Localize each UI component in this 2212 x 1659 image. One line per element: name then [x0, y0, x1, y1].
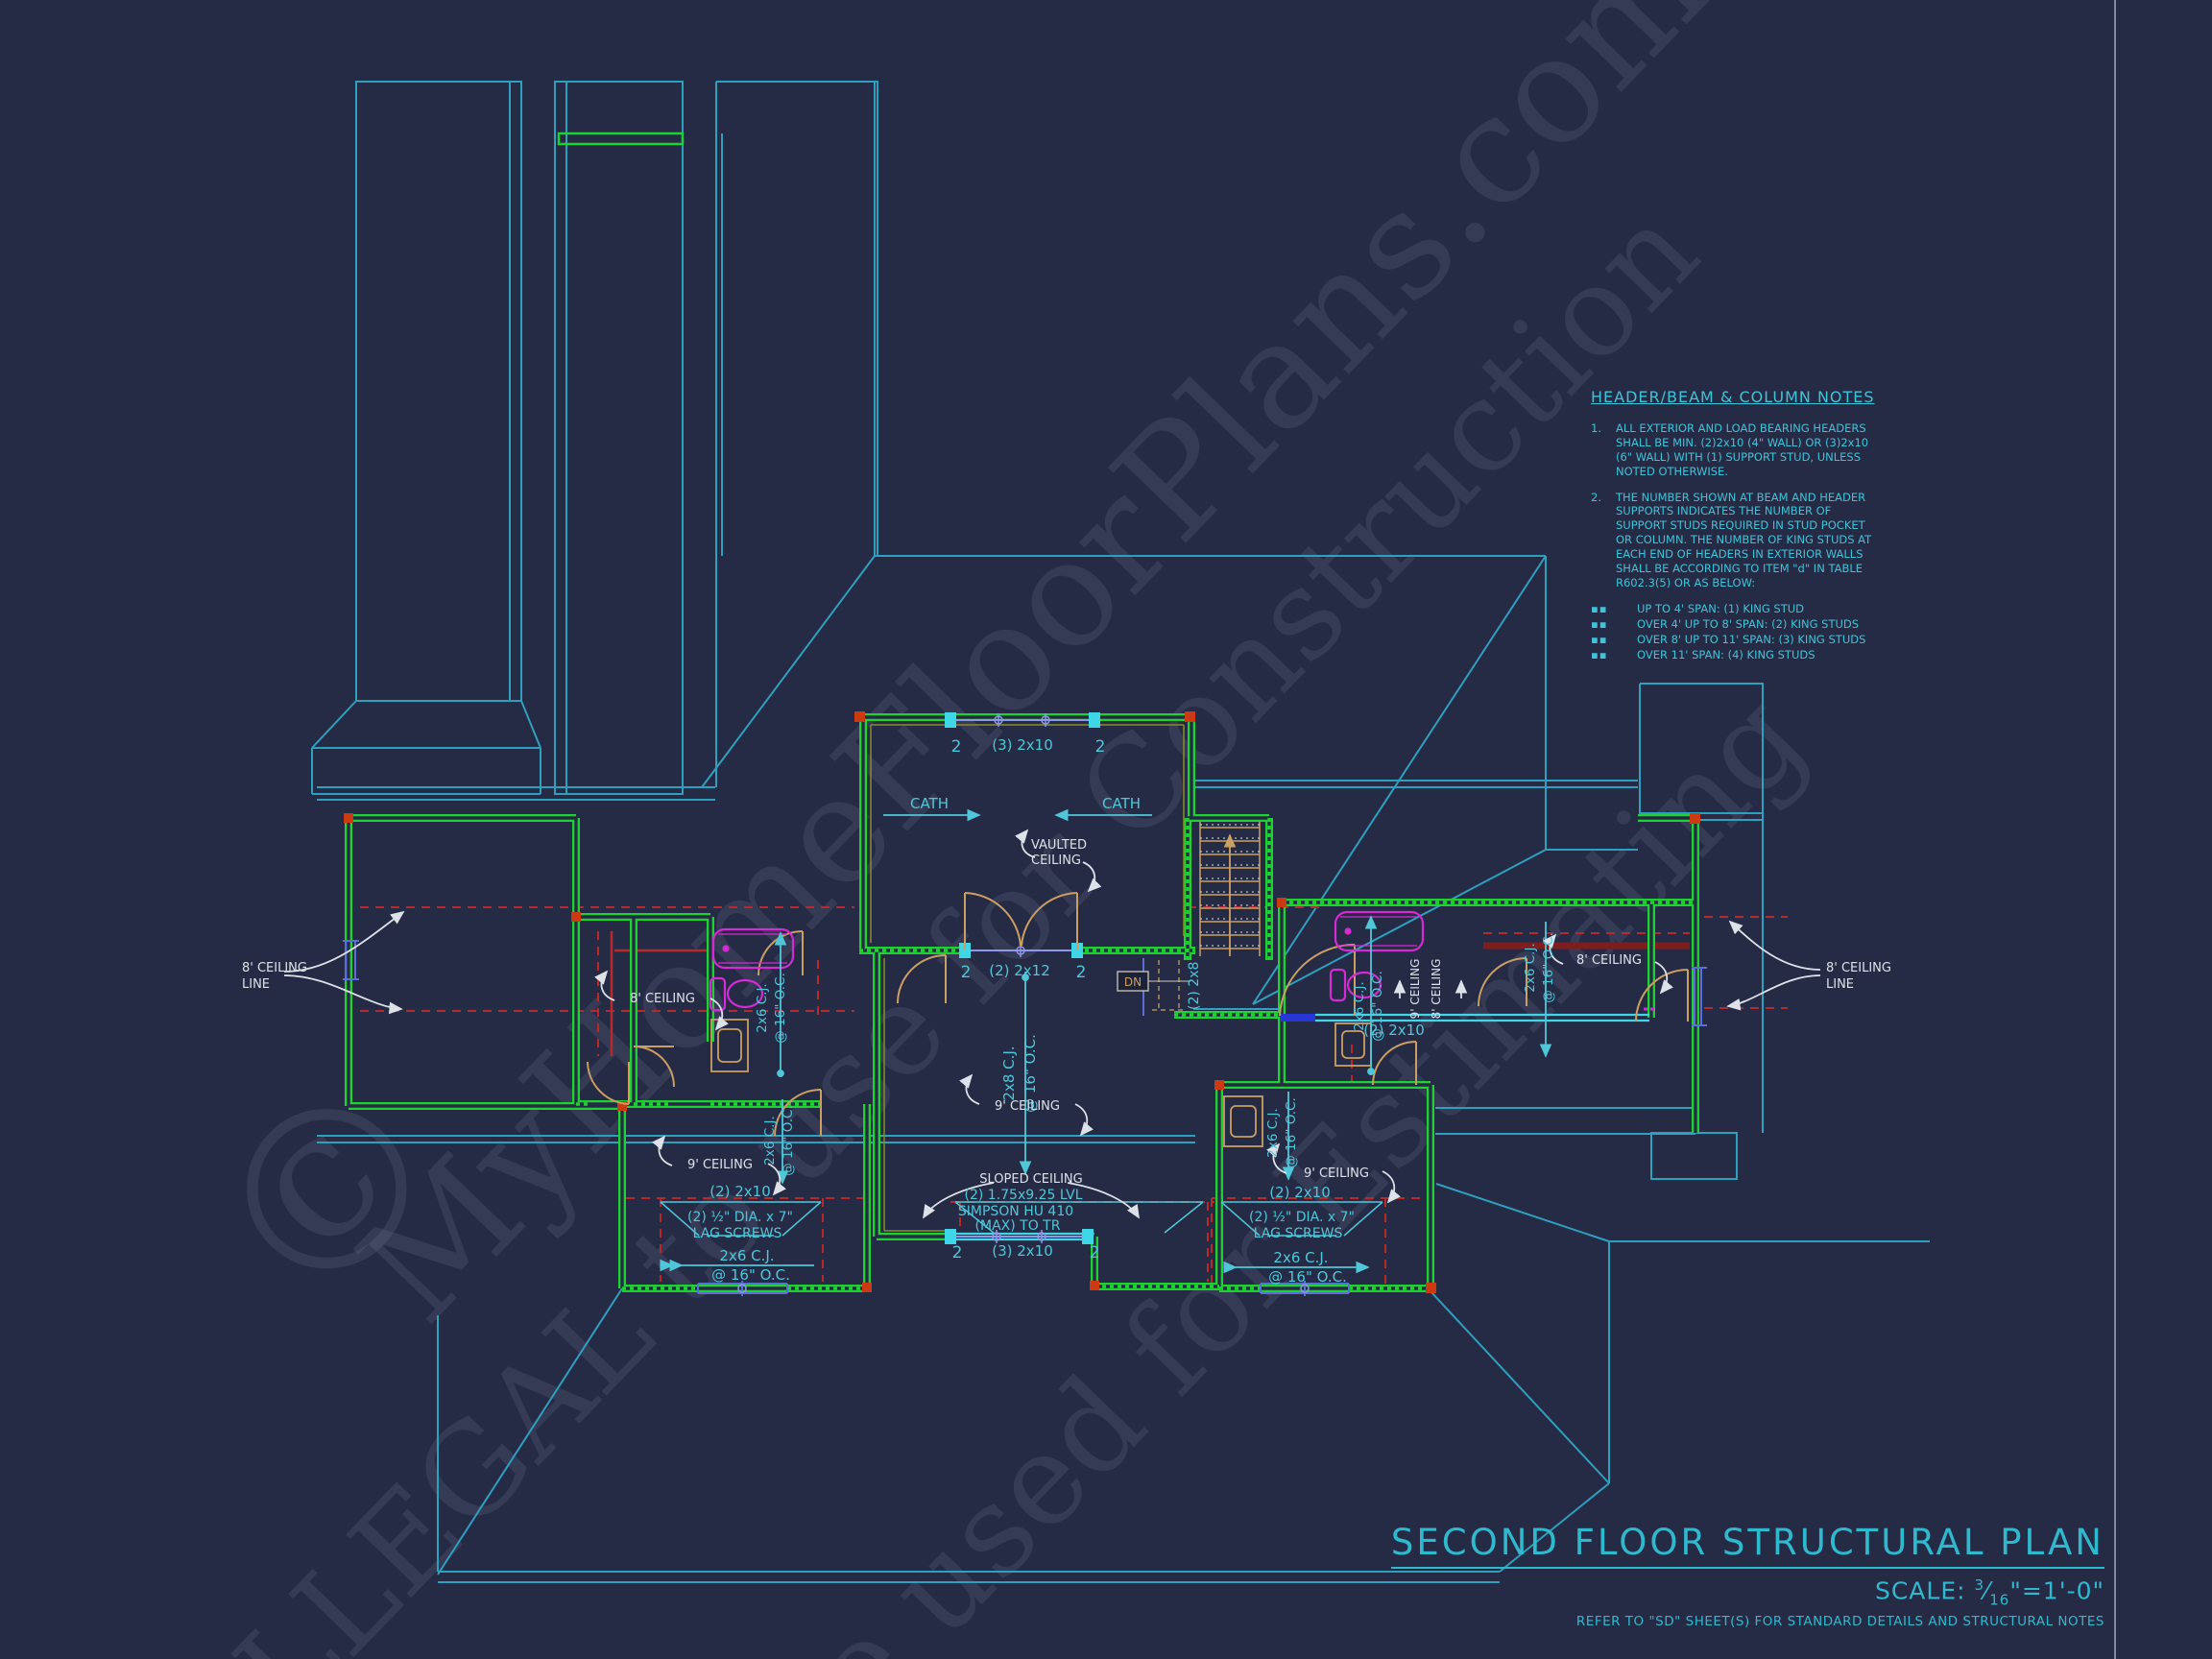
- label-cj26-bath: 2x6 C.J.: [755, 983, 770, 1032]
- label-dn: DN: [1124, 975, 1142, 989]
- label-cj26-door: 2x6 C.J.: [762, 1116, 778, 1165]
- label-oc-bl: @ 16" O.C.: [711, 1266, 790, 1284]
- label-oc: @ 16" O.C.: [1541, 932, 1556, 1003]
- label-8ceil-right: 8' CEILING: [1576, 953, 1642, 968]
- roof-beam: [557, 132, 685, 146]
- label-9ceil-bl: 9' CEILING: [687, 1158, 753, 1172]
- note-item-1: 1. ALL EXTERIOR AND LOAD BEARING HEADERS…: [1591, 421, 1884, 479]
- bullet-text: OVER 4' UP TO 8' SPAN: (2) KING STUDS: [1637, 617, 1860, 632]
- label-cj26-br-v: 2x6 C.J.: [1265, 1108, 1281, 1157]
- label-two: 2: [951, 737, 962, 757]
- king-stud-bullet: ▪▪ OVER 8' UP TO 11' SPAN: (3) KING STUD…: [1591, 632, 1866, 646]
- bearing-walls: [345, 713, 1699, 1292]
- label-cj26-br: 2x6 C.J.: [1273, 1249, 1328, 1266]
- label-ceil-line-r1: 8' CEILING: [1826, 961, 1891, 975]
- label-ceil-line-l2: LINE: [242, 977, 270, 992]
- label-hdr-2x12: (2) 2x12: [989, 962, 1050, 979]
- toilet-left: [709, 976, 764, 1012]
- label-two: 2: [952, 1243, 963, 1262]
- label-simpson-2: (MAX) TO TR: [975, 1218, 1061, 1234]
- label-ceil-line-r2: LINE: [1826, 977, 1854, 992]
- label-two: 2: [1090, 1243, 1100, 1262]
- annotation-arrows: [283, 829, 1821, 1219]
- header-beam-column-notes: HEADER/BEAM & COLUMN NOTES 1. ALL EXTERI…: [1591, 388, 1884, 663]
- bullet-text: OVER 11' SPAN: (4) KING STUDS: [1637, 647, 1815, 661]
- king-stud-bullet: ▪▪ OVER 11' SPAN: (4) KING STUDS: [1591, 647, 1815, 661]
- king-stud-bullet: ▪▪ UP TO 4' SPAN: (1) KING STUD: [1591, 602, 1805, 616]
- label-2x10-bl: (2) 2x10: [709, 1183, 771, 1200]
- label-cath-right: CATH: [1102, 795, 1141, 812]
- label-cj28: 2x8 C.J.: [1000, 1046, 1018, 1100]
- scale-slash: ⁄: [1984, 1576, 1990, 1605]
- label-ceil-line-l1: 8' CEILING: [242, 961, 307, 975]
- toilet-right: [1329, 968, 1382, 1002]
- label-oc-br: @ 16" O.C.: [1268, 1268, 1347, 1286]
- note-text: ALL EXTERIOR AND LOAD BEARING HEADERS SH…: [1616, 421, 1869, 478]
- label-oc: @ 16" O.C.: [773, 973, 788, 1044]
- vanities: [710, 1019, 1372, 1147]
- label-cj26-bl: 2x6 C.J.: [719, 1247, 774, 1264]
- label-hdr-bottom: (3) 2x10: [992, 1242, 1053, 1260]
- note-item-2: 2. THE NUMBER SHOWN AT BEAM AND HEADER S…: [1591, 491, 1884, 591]
- sheet-title: SECOND FLOOR STRUCTURAL PLAN: [1390, 1522, 2104, 1569]
- scale-prefix: SCALE:: [1874, 1576, 1966, 1605]
- bathtub-right: [1334, 910, 1425, 952]
- label-vaulted-2: CEILING: [1031, 854, 1081, 868]
- label-cj26-r2: 2x6 C.J.: [1523, 943, 1538, 992]
- bullet-text: OVER 8' UP TO 11' SPAN: (3) KING STUDS: [1637, 632, 1866, 646]
- note-break-lines: [660, 1201, 1383, 1237]
- label-2x10-br: (2) 2x10: [1269, 1184, 1331, 1201]
- king-stud-bullet: ▪▪ OVER 4' UP TO 8' SPAN: (2) KING STUDS: [1591, 617, 1860, 632]
- label-cj26-rb: 2x6 C.J.: [1352, 981, 1367, 1030]
- title-block: SECOND FLOOR STRUCTURAL PLAN SCALE: 3⁄16…: [1390, 1522, 2104, 1630]
- staircase: DN (2) 2x8: [1117, 822, 1261, 1011]
- note-number: 2.: [1591, 490, 1601, 504]
- windows: [343, 940, 1707, 1296]
- label-8ceil-leftbath: 8' CEILING: [630, 992, 695, 1006]
- scale-rest: "=1'-0": [2009, 1576, 2104, 1605]
- pocket-door-blue: [1280, 1014, 1315, 1022]
- label-oc: @ 16" O.C.: [781, 1105, 796, 1176]
- note-number: 1.: [1591, 421, 1601, 435]
- label-oc: @ 16" O.C.: [1284, 1097, 1299, 1168]
- label-lvl: (2) 1.75x9.25 LVL: [965, 1188, 1083, 1203]
- label-lag1-bl: (2) ½" DIA. x 7": [687, 1210, 793, 1225]
- label-lag1-br: (2) ½" DIA. x 7": [1249, 1210, 1355, 1225]
- label-9ceil-center: 9' CEILING: [995, 1099, 1060, 1114]
- label-lag2-bl: LAG SCREWS: [693, 1226, 782, 1241]
- sheet-scale: SCALE: 3⁄16"=1'-0": [1391, 1576, 2104, 1608]
- label-2x8-header: (2) 2x8: [1187, 962, 1202, 1010]
- notes-heading: HEADER/BEAM & COLUMN NOTES: [1591, 388, 1875, 406]
- label-2x10-rb: (2) 2x10: [1363, 1022, 1425, 1039]
- label-8ceil-hall: 8' CEILING: [1430, 959, 1443, 1020]
- label-two: 2: [1095, 737, 1106, 757]
- label-sloped: SLOPED CEILING: [979, 1172, 1082, 1187]
- doors: [587, 892, 1689, 1137]
- corner-post-markers: [344, 711, 1700, 1293]
- sheet-note: REFER TO "SD" SHEET(S) FOR STANDARD DETA…: [1575, 1614, 2104, 1630]
- plumbing-fixtures: [709, 910, 1425, 1012]
- label-two: 2: [1076, 963, 1087, 982]
- label-oc: @ 16" O.C.: [1370, 971, 1385, 1042]
- label-vaulted-1: VAULTED: [1031, 838, 1087, 853]
- note-text: THE NUMBER SHOWN AT BEAM AND HEADER SUPP…: [1616, 490, 1872, 590]
- plan-annotations: CATH CATH VAULTED CEILING (3) 2x10 2 2 (…: [242, 736, 1891, 1286]
- label-hdr-top: (3) 2x10: [992, 736, 1053, 754]
- label-9ceil-hall: 9' CEILING: [1408, 959, 1422, 1020]
- label-9ceil-br: 9' CEILING: [1304, 1166, 1369, 1181]
- scale-denominator: 16: [1989, 1591, 2010, 1609]
- roof-lines: [311, 81, 1930, 1583]
- label-oc: @ 16" O.C.: [1022, 1034, 1039, 1113]
- label-cath-left: CATH: [910, 795, 949, 812]
- scale-numerator: 3: [1974, 1576, 1985, 1594]
- label-two: 2: [961, 963, 972, 982]
- structural-headers: [737, 712, 1310, 1293]
- label-lag2-br: LAG SCREWS: [1254, 1226, 1343, 1241]
- bullet-text: UP TO 4' SPAN: (1) KING STUD: [1637, 602, 1805, 616]
- label-simpson-1: SIMPSON HU 410: [958, 1204, 1073, 1219]
